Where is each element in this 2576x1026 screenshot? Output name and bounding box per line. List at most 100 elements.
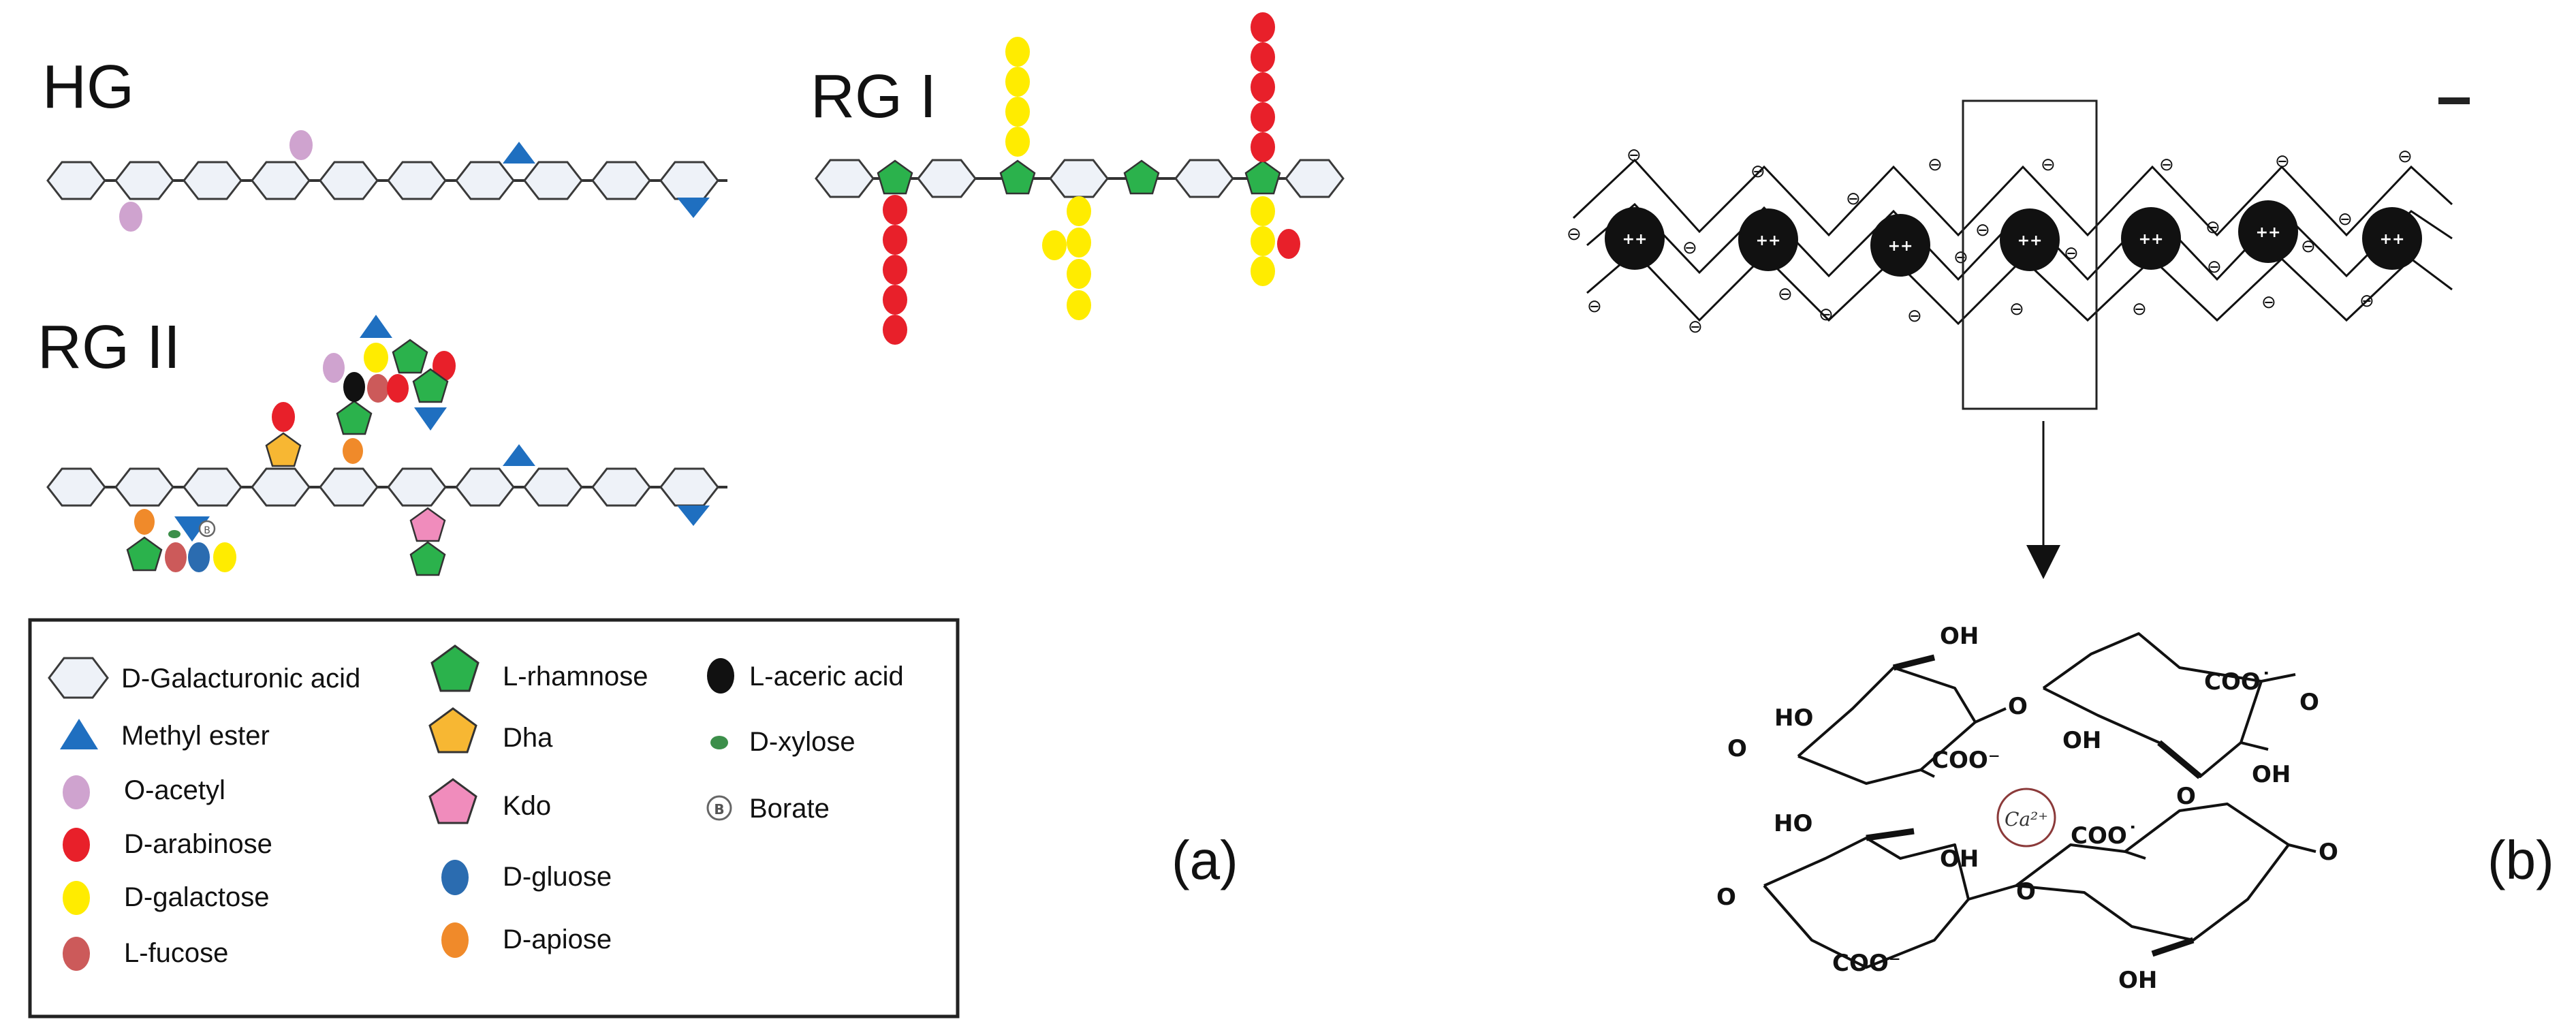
hexagon-icon [48,657,109,699]
svg-text:⊖: ⊖ [2338,209,2353,230]
svg-text:⊖: ⊖ [1846,189,1861,209]
cation [2121,207,2181,270]
svg-text:O: O [2299,689,2319,716]
svg-text:L-aceric acid: L-aceric acid [749,662,904,691]
svg-text:B: B [204,525,210,536]
rg2-chain: B [46,315,727,576]
svg-text:O: O [2319,839,2338,866]
svg-text:⊖: ⊖ [2041,155,2056,175]
legend-item-d-arabinose: D-arabinose [63,828,272,862]
svg-text:COO⁻: COO⁻ [1832,950,1901,977]
ellipse-icon [63,828,90,862]
hg-chain [46,130,727,232]
caption-b: (b) [2487,830,2554,890]
svg-text:++: ++ [2256,224,2281,241]
svg-text:++: ++ [1622,231,1648,248]
legend-item-kdo: Kdo [428,778,551,824]
legend-item-l-rhamnose: L-rhamnose [430,644,648,692]
svg-text:HO: HO [1774,810,1812,837]
svg-text:L-rhamnose: L-rhamnose [503,662,648,691]
svg-text:OH: OH [1940,623,1979,650]
ellipse-icon [63,881,90,915]
svg-text:⊖: ⊖ [2301,236,2316,257]
legend-item-d-xylose: D-xylose [710,727,855,757]
triangle-icon [60,719,98,749]
legend-item-o-acetyl: O-acetyl [63,775,225,809]
svg-text:D-xylose: D-xylose [749,727,855,757]
legend-item-d-galacturonic-acid: D-Galacturonic acid [48,657,360,699]
borate-icon [706,795,732,821]
svg-text:O: O [1716,884,1736,911]
legend-item-d-galactose: D-galactose [63,881,269,915]
cation [2238,200,2298,263]
ellipse-icon [63,775,90,809]
svg-text:Kdo: Kdo [503,791,551,821]
svg-text:⊖: ⊖ [1928,155,1943,175]
caption-a: (a) [1172,830,1238,890]
rg1-title: RG I [811,63,937,131]
svg-text:⊖: ⊖ [2261,292,2276,313]
svg-text:⊖: ⊖ [1688,317,1703,337]
legend: D-Galacturonic acid Methyl ester O-acety… [28,618,960,1019]
svg-text:COO˙: COO˙ [2071,822,2139,850]
negative-charges: ⊖ ⊖ ⊖ ⊖ ⊖ ⊖ ⊖ ⊖ ⊖ ⊖ ⊖ ⊖ ⊖ ⊖ ⊖ ⊖ ⊖ ⊖ ⊖ ⊖ … [1567,145,2413,337]
svg-text:D-apiose: D-apiose [503,924,612,954]
svg-text:⊖: ⊖ [2205,217,2220,238]
arrow-head-icon [2026,545,2060,579]
svg-text:++: ++ [2139,231,2164,248]
svg-text:D-galactose: D-galactose [124,882,269,912]
legend-item-l-aceric-acid: L-aceric acid [707,658,904,694]
legend-item-l-fucose: L-fucose [63,937,228,971]
svg-text:⊖: ⊖ [1778,284,1793,305]
structure-labels: OH HO O O COO⁻ OH COO˙ O OH HO OH O COO⁻… [1716,623,2338,994]
legend-item-d-gluose: D-gluose [441,860,612,895]
svg-text:⊖: ⊖ [2132,299,2147,320]
cation [1738,208,1798,271]
svg-text:⊖: ⊖ [2064,243,2079,264]
svg-text:⊖: ⊖ [1682,238,1697,258]
svg-text:Dha: Dha [503,723,553,753]
legend-item-methyl-ester: Methyl ester [60,719,270,751]
svg-text:++: ++ [2380,231,2405,248]
svg-text:⊖: ⊖ [2009,299,2024,320]
svg-text:⊖: ⊖ [1627,145,1642,166]
svg-text:⊖: ⊖ [1587,296,1602,317]
svg-text:⊖: ⊖ [1953,247,1968,268]
calcium-binding-structure [1763,632,2316,969]
calcium-ion [1996,788,2056,848]
svg-text:⊖: ⊖ [1975,220,1990,240]
svg-text:HO: HO [1774,704,1813,732]
cation [2000,208,2060,271]
svg-text:⊖: ⊖ [2159,155,2174,175]
pentagon-icon [430,644,480,692]
svg-text:⊖: ⊖ [1750,161,1765,182]
legend-item-d-apiose: D-apiose [441,922,612,958]
svg-text:⊖: ⊖ [1819,305,1834,325]
svg-text:++: ++ [1756,232,1781,249]
selection-box [1962,99,2098,410]
svg-text:D-Galacturonic acid: D-Galacturonic acid [121,664,360,694]
svg-text:O: O [2016,878,2036,905]
legend-item-borate: B Borate [706,794,830,824]
rg2-title: RG II [37,313,180,382]
ellipse-icon [441,922,469,958]
svg-text:OH: OH [1940,845,1979,873]
cations: ++ ++ ++ ++ ++ ++ ++ [1605,200,2422,277]
svg-text:OH: OH [2062,727,2101,754]
svg-text:L-fucose: L-fucose [124,938,228,968]
svg-text:++: ++ [2017,232,2043,249]
panel-b: ++ ++ ++ ++ ++ ++ ++ ⊖ ⊖ ⊖ ⊖ ⊖ ⊖ ⊖ ⊖ ⊖ ⊖… [1567,97,2554,994]
ellipse-icon [63,937,90,971]
rg1-chain [815,12,1345,345]
svg-text:OH: OH [2252,761,2291,788]
hg-title: HG [42,53,134,121]
svg-text:O-acetyl: O-acetyl [124,775,225,805]
calcium-label: Ca²⁺ [2005,808,2048,830]
svg-text:OH: OH [2118,967,2157,994]
svg-text:Methyl ester: Methyl ester [121,721,270,751]
svg-text:O: O [2176,783,2196,810]
legend-item-dha: Dha [428,707,553,753]
svg-text:⊖: ⊖ [1567,224,1582,245]
svg-text:O: O [2008,693,2028,720]
